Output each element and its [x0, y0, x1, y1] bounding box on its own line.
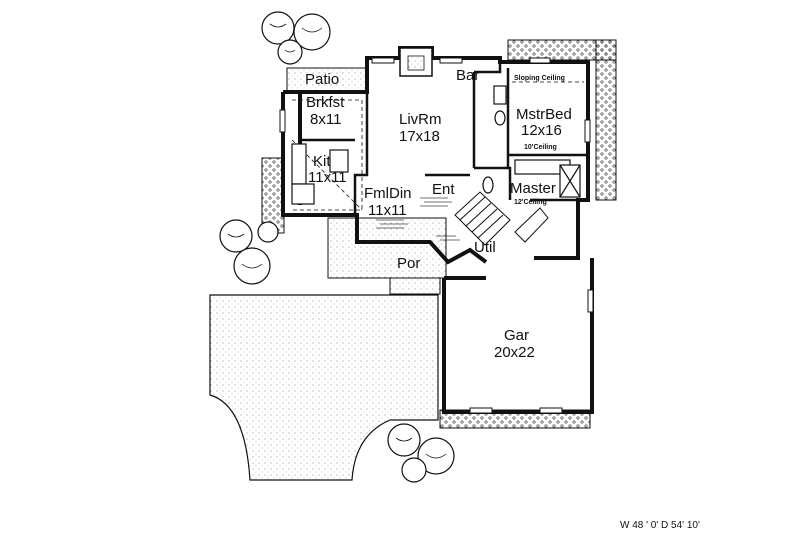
tree-top: [261, 11, 331, 65]
windows: [279, 57, 594, 414]
ceiling-10-note: 10'Ceiling: [524, 144, 557, 151]
gar-size: 20x22: [494, 344, 535, 361]
garage-walls: [442, 258, 594, 414]
master-label: Master: [510, 180, 556, 197]
gar-label: Gar: [504, 327, 529, 344]
patio-slab: [286, 67, 368, 93]
mstrbed-label: MstrBed: [516, 106, 572, 123]
fireplace-hearth: [407, 55, 425, 71]
sloping-ceiling-note: Sloping Ceiling: [514, 75, 565, 82]
livrm-size: 17x18: [399, 128, 440, 145]
porch-area: [327, 217, 447, 279]
util-label: Util: [474, 239, 496, 256]
bar-label: Bar: [456, 67, 479, 84]
dimensions-label: W 48 ' 0' D 54' 10': [620, 520, 700, 531]
ent-label: Ent: [432, 181, 455, 198]
fmldin-size: 11x11: [368, 202, 407, 219]
livrm-label: LivRm: [399, 111, 442, 128]
shrub-bottom: [387, 423, 455, 483]
brkfst-label: Brkfst: [306, 94, 345, 111]
brkfst-size: 8x11: [310, 111, 341, 128]
front-step: [389, 277, 441, 295]
kitchen-counters: [291, 143, 349, 205]
bath-fixtures: [482, 85, 581, 198]
ceiling-12-note: 12'Ceiling: [514, 199, 547, 206]
interior-walls: [300, 62, 588, 215]
kit-label: Kit: [313, 153, 331, 170]
kit-size: 11x11: [308, 169, 347, 186]
driveway: [209, 294, 439, 481]
fmldin-label: FmlDin: [364, 185, 412, 202]
hedge-right: [595, 39, 617, 201]
stairs: [454, 191, 549, 246]
mstrbed-size: 12x16: [521, 122, 562, 139]
por-label: Por: [397, 255, 420, 272]
patio-label: Patio: [305, 71, 339, 88]
shrub-left: [219, 219, 279, 285]
brick-floor: [376, 197, 460, 241]
